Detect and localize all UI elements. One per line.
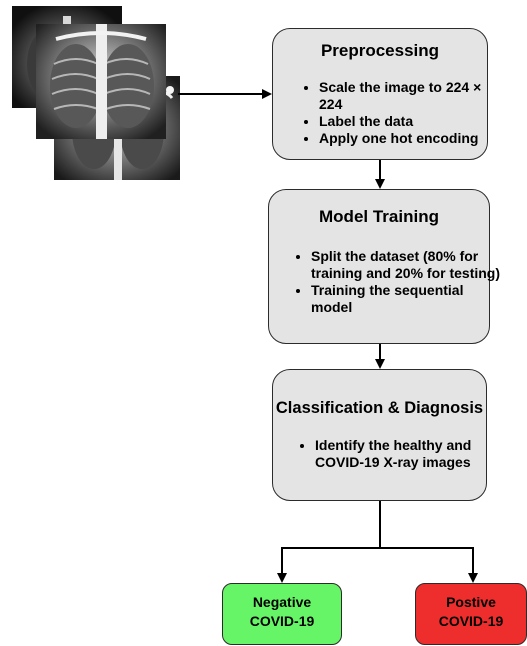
negative-sublabel: COVID-19 xyxy=(249,613,315,629)
model-training-title: Model Training xyxy=(319,207,439,226)
negative-covid-box: Negative COVID-19 xyxy=(222,583,342,645)
classification-steps: Identify the healthy and COVID-19 X-ray … xyxy=(297,437,500,471)
classification-title: Classification & Diagnosis xyxy=(275,399,484,417)
list-item: Split the dataset (80% for training and … xyxy=(311,248,501,282)
preprocessing-steps: Scale the image to 224 × 224 Label the d… xyxy=(301,79,499,147)
list-item: Identify the healthy and COVID-19 X-ray … xyxy=(315,437,500,471)
chest-xray-image xyxy=(36,24,166,139)
negative-label: Negative xyxy=(252,594,312,610)
list-item: Apply one hot encoding xyxy=(319,130,499,147)
positive-sublabel: COVID-19 xyxy=(438,613,504,629)
positive-covid-box: Postive COVID-19 xyxy=(415,583,527,645)
classification-box: Classification & Diagnosis Identify the … xyxy=(272,369,487,501)
model-training-steps: Split the dataset (80% for training and … xyxy=(293,248,501,316)
list-item: Label the data xyxy=(319,113,499,130)
list-item: Training the sequential model xyxy=(311,282,501,316)
positive-label: Postive xyxy=(446,594,496,610)
preprocessing-title: Preprocessing xyxy=(320,41,440,60)
model-training-box: Model Training Split the dataset (80% fo… xyxy=(268,189,500,344)
list-item: Scale the image to 224 × 224 xyxy=(319,79,499,113)
preprocessing-box: Preprocessing Scale the image to 224 × 2… xyxy=(272,28,488,160)
